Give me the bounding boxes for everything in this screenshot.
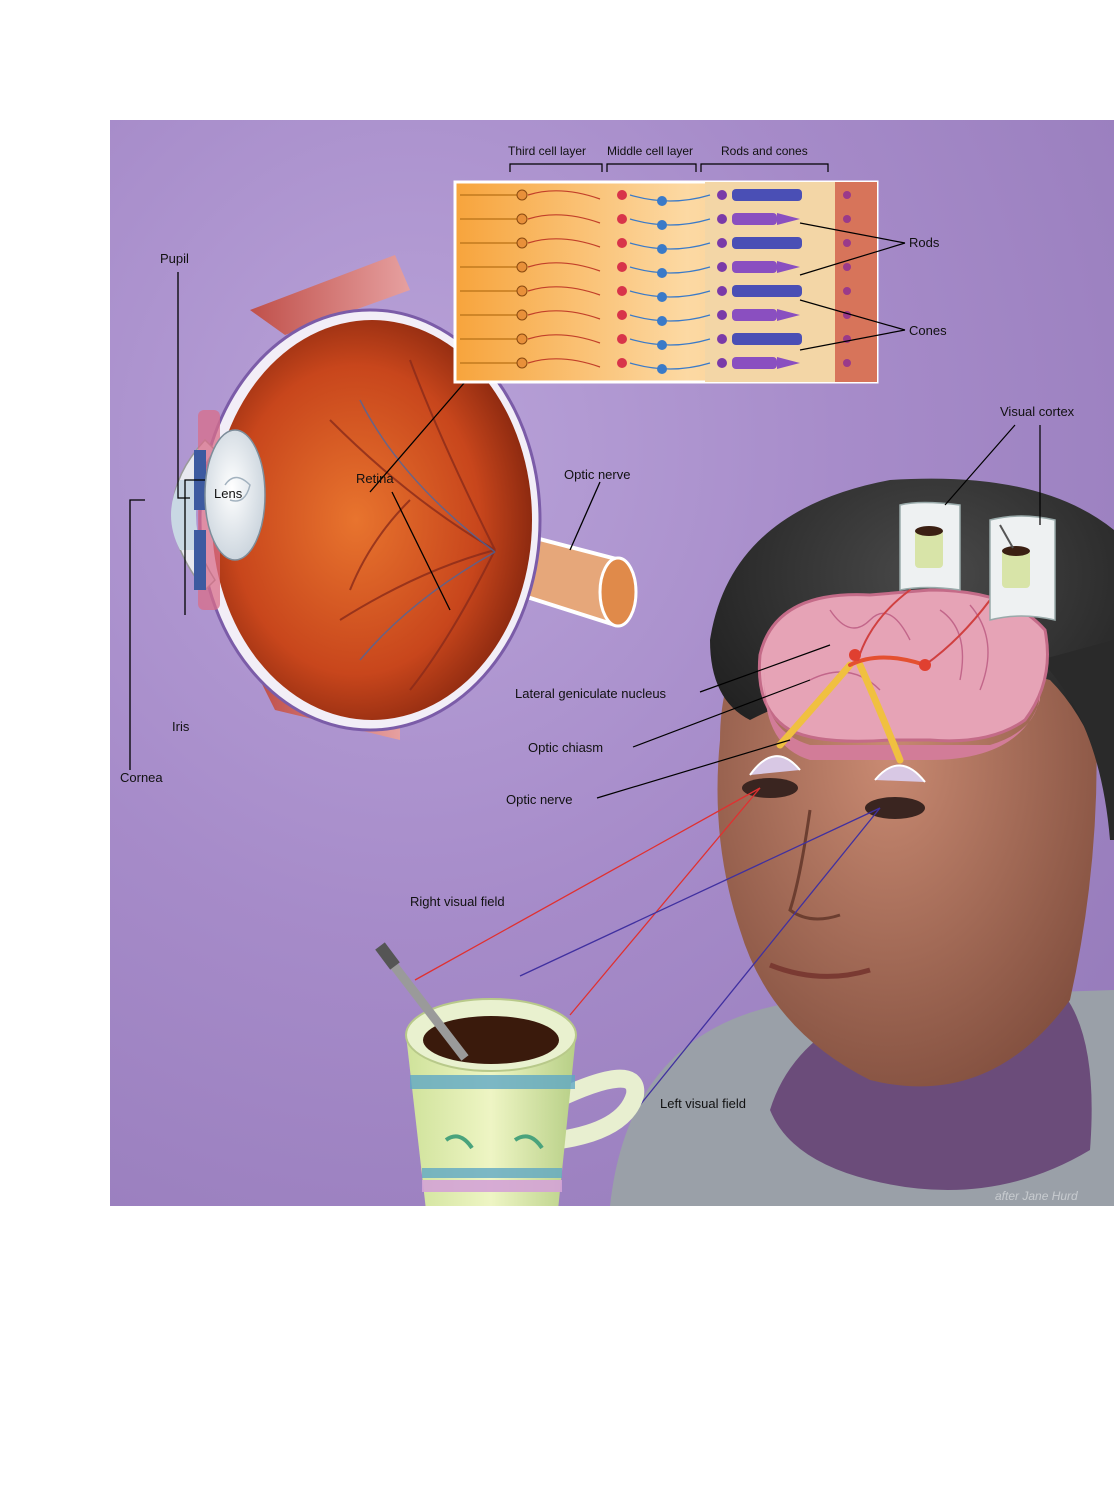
rod-cell (732, 237, 802, 249)
dendrite (527, 262, 601, 272)
ganglion-cell (516, 333, 528, 345)
cone-cell (732, 261, 777, 273)
head-illustration (596, 424, 1114, 1206)
dendrite (527, 214, 601, 224)
rod-cell (732, 285, 802, 297)
dendrite (527, 358, 601, 368)
label-rods: Rods (909, 235, 940, 250)
label-optic-chiasm: Optic chiasm (528, 740, 604, 755)
pigment-cell (843, 263, 851, 271)
ganglion-cell (516, 261, 528, 273)
label-cornea: Cornea (120, 770, 163, 785)
pigment-cell (843, 191, 851, 199)
label-iris: Iris (172, 719, 190, 734)
dendrite (527, 334, 601, 344)
bipolar-cell (617, 238, 627, 248)
photoreceptor-nucleus (717, 334, 727, 344)
eye-cross-section (129, 255, 638, 770)
rod-cell (732, 333, 802, 345)
pigment-cell (843, 239, 851, 247)
cone-cell (732, 213, 777, 225)
photoreceptor-nucleus (717, 214, 727, 224)
bipolar-cell (617, 334, 627, 344)
header-rods-and-cones: Rods and cones (721, 144, 808, 158)
bipolar-cell (617, 190, 627, 200)
header-middle-cell-layer: Middle cell layer (607, 144, 694, 158)
coffee-mug (375, 942, 645, 1206)
dendrite-blue (629, 314, 711, 322)
label-right-visual-field: Right visual field (410, 894, 505, 909)
pigment-cell (843, 359, 851, 367)
cone-tip (777, 309, 800, 321)
dendrite-blue (629, 338, 711, 346)
label-optic-nerve-eye: Optic nerve (564, 467, 631, 482)
photoreceptor-nucleus (717, 190, 727, 200)
dendrite-blue (629, 290, 711, 298)
visual-cortex-panels (899, 501, 1056, 621)
retina-detail (453, 163, 906, 384)
cone-tip (777, 213, 800, 225)
label-retina: Retina (356, 471, 394, 486)
ganglion-cell (516, 237, 528, 249)
pigment-cell (843, 215, 851, 223)
photoreceptor-nucleus (717, 286, 727, 296)
label-optic-nerve-head: Optic nerve (506, 792, 573, 807)
ganglion-cell (516, 189, 528, 201)
dendrite (527, 190, 601, 200)
label-pupil: Pupil (160, 251, 189, 266)
label-lens: Lens (214, 486, 243, 501)
dendrite (527, 286, 601, 296)
dendrite-blue (629, 218, 711, 226)
cone-tip (777, 357, 800, 369)
rod-cell (732, 189, 802, 201)
bipolar-cell (617, 286, 627, 296)
bipolar-cell (617, 262, 627, 272)
dendrite-blue (629, 362, 711, 370)
bipolar-cell (617, 358, 627, 368)
visual-field-lines (414, 787, 881, 1106)
photoreceptor-nucleus (717, 262, 727, 272)
header-third-cell-layer: Third cell layer (508, 144, 587, 158)
photoreceptor-nucleus (717, 310, 727, 320)
dendrite (527, 310, 601, 320)
artist-credit: after Jane Hurd (995, 1189, 1078, 1203)
ganglion-cell (516, 285, 528, 297)
label-cones: Cones (909, 323, 947, 338)
ganglion-cell (516, 309, 528, 321)
bipolar-cell (617, 310, 627, 320)
dendrite-blue (629, 194, 711, 202)
photoreceptor-nucleus (717, 358, 727, 368)
ganglion-cell (516, 357, 528, 369)
label-left-visual-field: Left visual field (660, 1096, 746, 1111)
illustration-panel: Third cell layer Middle cell layer Rods … (110, 120, 1114, 1206)
photoreceptor-nucleus (717, 238, 727, 248)
label-lateral-geniculate-nucleus: Lateral geniculate nucleus (515, 686, 667, 701)
ganglion-cell (516, 213, 528, 225)
label-visual-cortex: Visual cortex (1000, 404, 1075, 419)
vision-illustration (129, 163, 1114, 1206)
cone-cell (732, 357, 777, 369)
bipolar-cell (617, 214, 627, 224)
dendrite (527, 238, 601, 248)
cone-tip (777, 261, 800, 273)
cone-cell (732, 309, 777, 321)
dendrite-blue (629, 242, 711, 250)
pigment-cell (843, 287, 851, 295)
dendrite-blue (629, 266, 711, 274)
